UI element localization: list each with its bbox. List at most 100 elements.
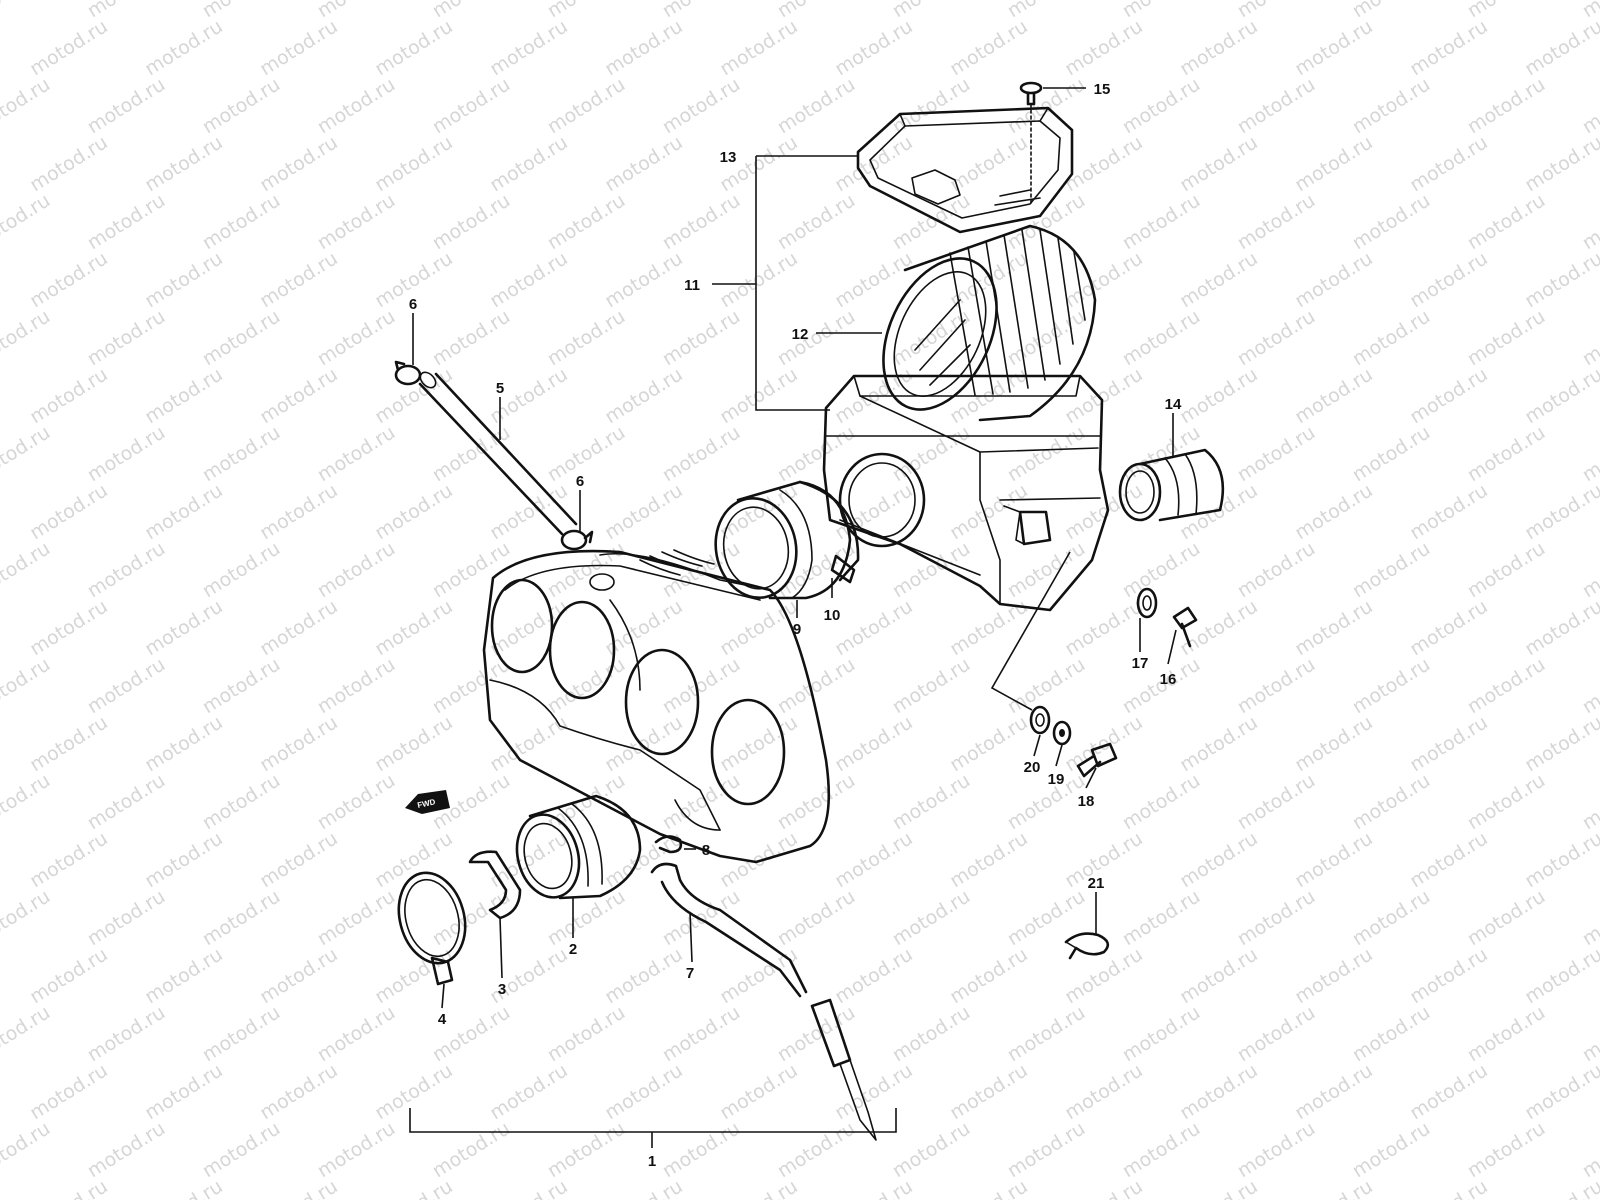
watermark-text: motod.ru <box>141 479 227 544</box>
watermark-text: motod.ru <box>26 827 112 892</box>
watermark-text: motod.ru <box>1176 595 1262 660</box>
watermark-text: motod.ru <box>888 1117 974 1182</box>
part-13-air-cleaner-cap <box>856 106 1074 234</box>
watermark-text: motod.ru <box>83 1001 169 1066</box>
part-11-air-cleaner-box <box>822 374 1110 612</box>
watermark-text: motod.ru <box>946 827 1032 892</box>
watermark-text: motod.ru <box>141 1059 227 1124</box>
watermark-text: motod.ru <box>1348 305 1434 370</box>
watermark-text: motod.ru <box>1291 943 1377 1008</box>
watermark-text: motod.ru <box>313 421 399 486</box>
callout-labels: 13 11 12 15 14 6 5 6 9 10 17 16 20 19 18… <box>409 81 1182 1170</box>
callout-19: 19 <box>1048 771 1065 788</box>
watermark-text: motod.ru <box>0 653 54 718</box>
watermark-text: motod.ru <box>1118 73 1204 138</box>
watermark-text: motod.ru <box>371 1175 457 1200</box>
watermark-text: motod.ru <box>1578 305 1600 370</box>
watermark-text: motod.ru <box>1578 189 1600 254</box>
watermark-text: motod.ru <box>26 247 112 312</box>
part-15-screw <box>1019 81 1043 206</box>
watermark-text: motod.ru <box>428 73 514 138</box>
watermark-text: motod.ru <box>1406 1175 1492 1200</box>
watermark-text: motod.ru <box>1291 363 1377 428</box>
watermark-text: motod.ru <box>1406 363 1492 428</box>
watermark-text: motod.ru <box>831 943 917 1008</box>
watermark-text: motod.ru <box>716 363 802 428</box>
watermark-text: motod.ru <box>1118 885 1204 950</box>
watermark-text: motod.ru <box>1578 1117 1600 1182</box>
watermark-text: motod.ru <box>1118 1001 1204 1066</box>
callout-2: 2 <box>569 941 577 958</box>
watermark-text: motod.ru <box>1176 827 1262 892</box>
callout-6b: 6 <box>576 473 584 490</box>
watermark-text: motod.ru <box>256 479 342 544</box>
watermark-text: motod.ru <box>428 189 514 254</box>
watermark-text: motod.ru <box>1061 711 1147 776</box>
watermark-text: motod.ru <box>198 305 284 370</box>
watermark-text: motod.ru <box>1233 537 1319 602</box>
watermark-text: motod.ru <box>1463 421 1549 486</box>
watermark-text: motod.ru <box>26 363 112 428</box>
callout-15: 15 <box>1094 81 1111 98</box>
watermark-text: motod.ru <box>1348 1117 1434 1182</box>
watermark-text: motod.ru <box>658 189 744 254</box>
watermark-text: motod.ru <box>26 711 112 776</box>
watermark-text: motod.ru <box>198 189 284 254</box>
watermark-text: motod.ru <box>601 363 687 428</box>
watermark-text: motod.ru <box>26 1175 112 1200</box>
watermark-text: motod.ru <box>1463 305 1549 370</box>
watermark-text: motod.ru <box>198 769 284 834</box>
watermark-text: motod.ru <box>1578 73 1600 138</box>
watermark-text: motod.ru <box>946 943 1032 1008</box>
fwd-label: FWD <box>417 797 437 810</box>
watermark-text: motod.ru <box>601 15 687 80</box>
watermark-text: motod.ru <box>256 1059 342 1124</box>
watermark-text: motod.ru <box>141 827 227 892</box>
watermark-text: motod.ru <box>716 15 802 80</box>
watermark-text: motod.ru <box>1521 479 1600 544</box>
part-17-washer <box>1136 587 1158 619</box>
watermark-text: motod.ru <box>198 885 284 950</box>
watermark-text: motod.ru <box>716 479 802 544</box>
watermark-text: motod.ru <box>141 1175 227 1200</box>
watermark-text: motod.ru <box>1233 305 1319 370</box>
assembly-leader-line <box>990 551 1071 711</box>
watermark-text: motod.ru <box>371 363 457 428</box>
watermark-text: motod.ru <box>1176 363 1262 428</box>
watermark-text: motod.ru <box>1463 1117 1549 1182</box>
watermark-text: motod.ru <box>371 479 457 544</box>
watermark-text: motod.ru <box>1176 131 1262 196</box>
callout-17: 17 <box>1132 655 1149 672</box>
watermark-text: motod.ru <box>1061 131 1147 196</box>
watermark-text: motod.ru <box>1118 769 1204 834</box>
watermark-text: motod.ru <box>83 305 169 370</box>
watermark-text: motod.ru <box>256 711 342 776</box>
watermark-text: motod.ru <box>256 131 342 196</box>
watermark-text: motod.ru <box>1463 769 1549 834</box>
watermark-text: motod.ru <box>1463 1001 1549 1066</box>
watermark-text: motod.ru <box>1406 1059 1492 1124</box>
watermark-text: motod.ru <box>0 1117 54 1182</box>
part-10-clamp <box>798 480 860 584</box>
watermark-text: motod.ru <box>831 595 917 660</box>
watermark-text: motod.ru <box>198 73 284 138</box>
watermark-text: motod.ru <box>26 943 112 1008</box>
watermark-text: motod.ru <box>1406 479 1492 544</box>
watermark-text: motod.ru <box>141 131 227 196</box>
part-3-band <box>468 850 522 920</box>
watermark-text: motod.ru <box>141 363 227 428</box>
watermark-text: motod.ru <box>1003 769 1089 834</box>
watermark-text: motod.ru <box>658 421 744 486</box>
watermark-text: motod.ru <box>831 827 917 892</box>
watermark-text: motod.ru <box>831 711 917 776</box>
watermark-text: motod.ru <box>486 479 572 544</box>
part-5-breather-hose <box>418 371 578 536</box>
watermark-text: motod.ru <box>1291 1059 1377 1124</box>
callout-5: 5 <box>496 380 504 397</box>
watermark-text: motod.ru <box>1463 189 1549 254</box>
watermark-text: motod.ru <box>1348 421 1434 486</box>
watermark-text: motod.ru <box>313 1117 399 1182</box>
watermark-text: motod.ru <box>1521 1175 1600 1200</box>
watermark-text: motod.ru <box>888 189 974 254</box>
watermark-text: motod.ru <box>83 653 169 718</box>
